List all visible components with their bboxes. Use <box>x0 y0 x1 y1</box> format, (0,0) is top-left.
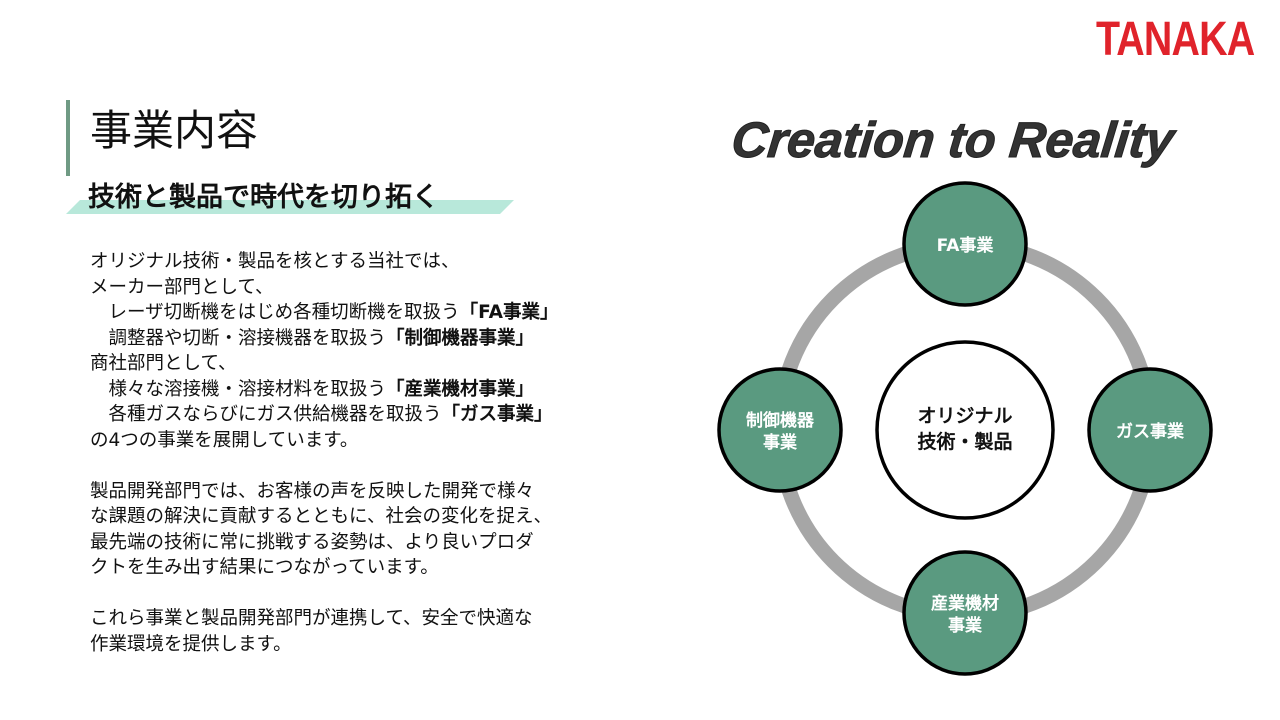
node-label: FA事業 <box>937 235 994 256</box>
line-text: 作業環境を提供します。 <box>90 633 292 655</box>
center-circle: オリジナル 技術・製品 <box>875 340 1055 520</box>
node-shape <box>1087 367 1213 493</box>
node-label: 事業 <box>948 615 982 636</box>
node-label: 事業 <box>763 432 797 453</box>
page-title: 事業内容 <box>90 106 259 155</box>
line-text: クトを生み出す結果につながっています。 <box>90 557 439 578</box>
node-industrial: 産業機材 事業 <box>902 550 1028 676</box>
line-text: レーザ切断機をはじめ各種切断機を取扱う <box>90 302 460 323</box>
title-accent-bar <box>66 100 70 176</box>
node-shape <box>902 550 1028 676</box>
center-label: 技術・製品 <box>917 430 1012 453</box>
intro-line: の4つの事業を展開しています。 <box>90 428 558 454</box>
line-text: 最先端の技術に常に挑戦する姿勢は、より良いプロダ <box>90 531 534 553</box>
line-text: オリジナル技術・製品を核とする当社では、 <box>90 251 460 272</box>
node-control: 制御機器 事業 <box>717 367 843 493</box>
node-fa: FA事業 <box>902 181 1028 307</box>
intro-line: オリジナル技術・製品を核とする当社では、 <box>90 249 558 275</box>
line-text: メーカー部門として、 <box>90 276 274 298</box>
intro-line: 各種ガスならびにガス供給機器を取扱う「ガス事業」 <box>90 402 558 428</box>
page-subtitle: 技術と製品で時代を切り拓く <box>88 182 439 213</box>
intro-line: 商社部門として、 <box>90 351 558 377</box>
center-label: オリジナル <box>917 405 1012 427</box>
intro-line: 調整器や切断・溶接機器を取扱う「制御機器事業」 <box>90 326 558 352</box>
line-text: 様々な溶接機・溶接材料を取扱う <box>90 378 387 400</box>
business-name-fa: 「FA事業」 <box>459 302 559 323</box>
node-shape <box>902 181 1028 307</box>
business-name-industrial: 「産業機材事業」 <box>386 378 535 400</box>
node-shape <box>717 367 843 493</box>
line-text: 調整器や切断・溶接機器を取扱う <box>90 327 387 349</box>
node-label: 制御機器 <box>746 410 815 431</box>
tanaka-logo: TANAKA <box>1096 13 1255 66</box>
node-gas: ガス事業 <box>1087 367 1213 493</box>
node-label: 産業機材 <box>931 593 999 614</box>
subtitle-highlight <box>66 200 514 214</box>
intro-paragraph: オリジナル技術・製品を核とする当社では、 メーカー部門として、 レーザ切断機をは… <box>90 249 558 453</box>
line-text: 商社部門として、 <box>90 353 237 374</box>
intro-line: メーカー部門として、 <box>90 275 558 301</box>
intro-line: レーザ切断機をはじめ各種切断機を取扱う「FA事業」 <box>90 300 559 326</box>
development-paragraph: 製品開発部門では、お客様の声を反映した開発で様々 な課題の解決に貢献するとともに… <box>90 479 558 581</box>
center-shape <box>875 340 1055 520</box>
node-label: ガス事業 <box>1116 421 1184 442</box>
body-text: オリジナル技術・製品を核とする当社では、 メーカー部門として、 レーザ切断機をは… <box>90 249 558 683</box>
line-text: 各種ガスならびにガス供給機器を取扱う <box>90 404 442 425</box>
closing-paragraph: これら事業と製品開発部門が連携して、安全で快適な 作業環境を提供します。 <box>90 606 558 657</box>
business-name-control: 「制御機器事業」 <box>386 327 535 349</box>
line-text: これら事業と製品開発部門が連携して、安全で快適な <box>90 608 533 629</box>
line-text: の4つの事業を展開しています。 <box>90 429 359 451</box>
line-text: な課題の解決に貢献するとともに、社会の変化を捉え、 <box>90 506 552 527</box>
intro-line: 様々な溶接機・溶接材料を取扱う「産業機材事業」 <box>90 377 558 403</box>
line-text: 製品開発部門では、お客様の声を反映した開発で様々 <box>90 480 535 502</box>
business-name-gas: 「ガス事業」 <box>441 404 553 425</box>
